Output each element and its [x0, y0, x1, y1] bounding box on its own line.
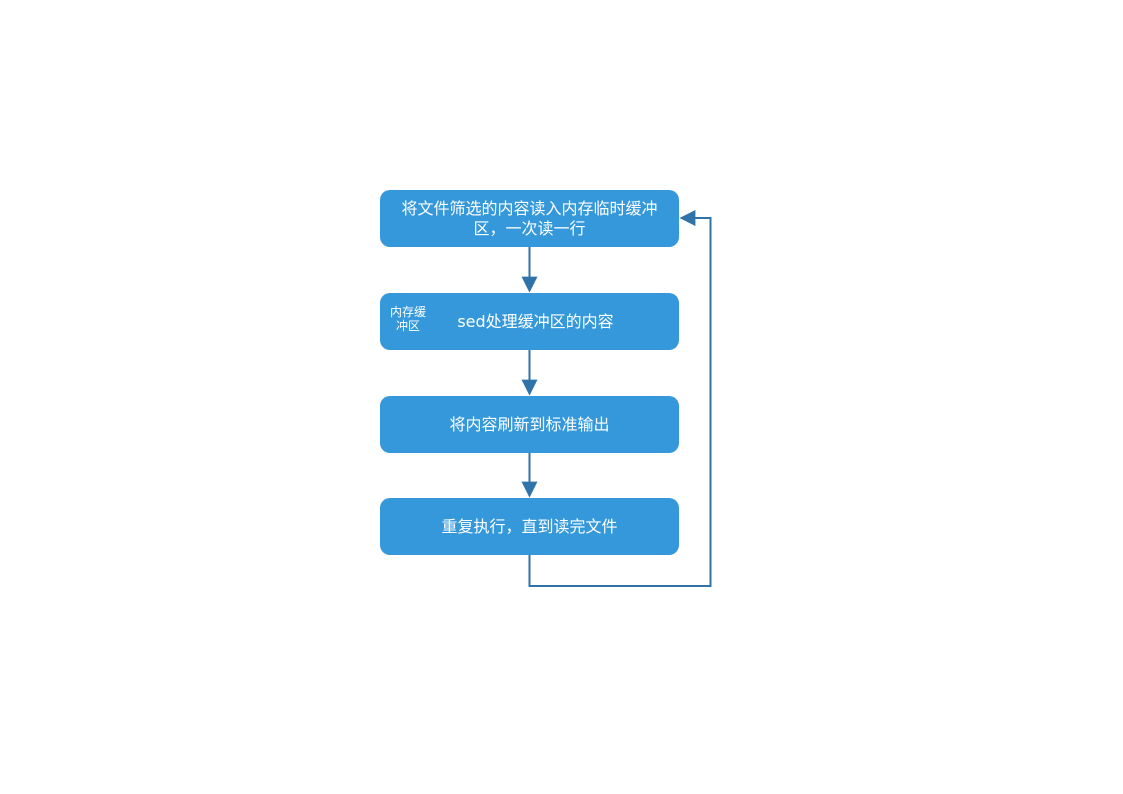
- step-sed-process-label: sed处理缓冲区的内容: [457, 311, 614, 331]
- step-flush-output: 将内容刷新到标准输出: [380, 396, 679, 453]
- step-repeat-until-eof-label: 重复执行，直到读完文件: [441, 516, 618, 536]
- step-read-into-buffer-label: 将文件筛选的内容读入内存临时缓冲 区，一次读一行: [401, 198, 658, 238]
- step-sed-process: 内存缓 冲区 sed处理缓冲区的内容: [380, 293, 679, 350]
- step-flush-output-label: 将内容刷新到标准输出: [449, 414, 610, 434]
- step-read-into-buffer: 将文件筛选的内容读入内存临时缓冲 区，一次读一行: [380, 190, 679, 247]
- step-repeat-until-eof: 重复执行，直到读完文件: [380, 498, 679, 555]
- memory-buffer-note: 内存缓 冲区: [389, 305, 426, 333]
